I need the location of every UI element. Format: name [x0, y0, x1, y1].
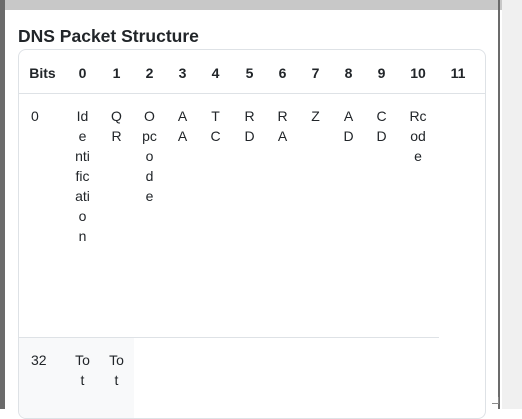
field-opcode: Opcode [142, 108, 157, 204]
field-tc: TC [210, 108, 221, 144]
field-qr: QR [111, 108, 122, 144]
field-rd: RD [244, 108, 255, 144]
header-divider [19, 93, 485, 94]
window-right-gutter [502, 0, 522, 409]
field-total: Tot [75, 352, 90, 388]
dns-packet-table: Bits 0 1 2 3 4 5 6 7 8 9 10 11 0 Identif… [18, 49, 486, 419]
row-divider [19, 337, 439, 338]
column-header-2: 2 [145, 65, 154, 81]
field-rcode: Rcode [409, 108, 427, 164]
row-32-shading [19, 338, 134, 418]
column-header-9: 9 [377, 65, 386, 81]
column-header-3: 3 [178, 65, 187, 81]
column-header-4: 4 [211, 65, 220, 81]
window-top-bar [0, 0, 522, 10]
column-header-bits: Bits [29, 65, 56, 81]
column-header-5: 5 [245, 65, 254, 81]
field-aa: AA [177, 108, 188, 144]
column-header-10: 10 [410, 65, 426, 81]
column-header-8: 8 [344, 65, 353, 81]
row-offset: 32 [31, 352, 47, 368]
column-header-11: 11 [450, 65, 466, 81]
window-top-bar-edge [0, 0, 5, 10]
resize-grip-icon[interactable] [491, 396, 499, 404]
column-header-7: 7 [311, 65, 320, 81]
field-identification: Identification [75, 108, 90, 244]
field-z: Z [311, 108, 320, 124]
field-ra: RA [277, 108, 288, 144]
row-offset: 0 [31, 108, 39, 124]
column-header-6: 6 [278, 65, 287, 81]
page-title: DNS Packet Structure [18, 26, 199, 46]
field-total: Tot [109, 352, 124, 388]
column-header-1: 1 [112, 65, 121, 81]
column-header-0: 0 [78, 65, 87, 81]
field-cd: CD [376, 108, 387, 144]
field-ad: AD [343, 108, 354, 144]
